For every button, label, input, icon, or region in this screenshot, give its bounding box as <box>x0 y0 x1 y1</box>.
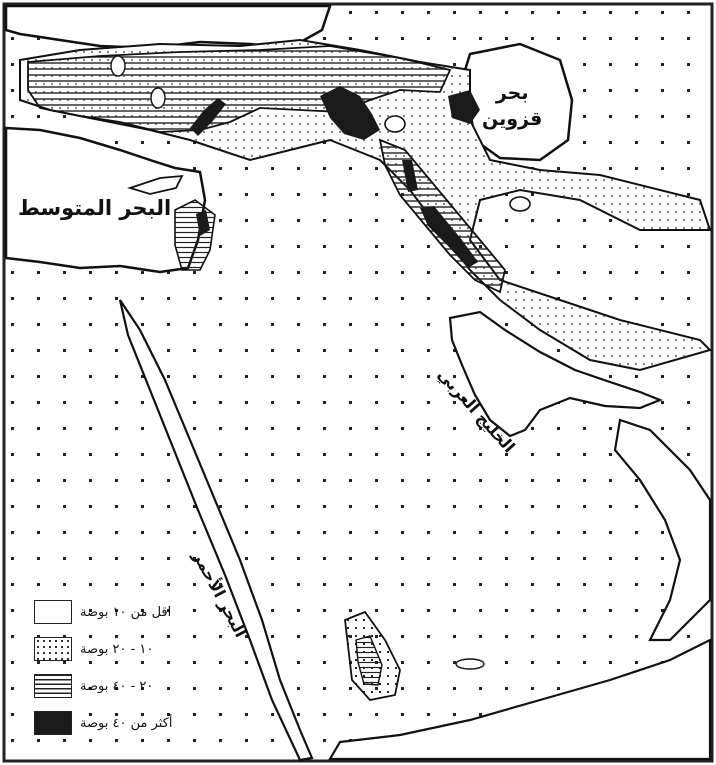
gulf-of-oman <box>613 418 712 642</box>
persian-gulf <box>448 310 663 438</box>
inland-area-south <box>455 658 485 670</box>
label-caspian: بحر قزوين <box>482 80 542 132</box>
arabian-sea <box>328 638 712 761</box>
label-caspian-line2: قزوين <box>482 108 543 130</box>
lake-urmia <box>509 196 531 212</box>
map-legend: اقل من ١٠ بوصة ١٠ - ٢٠ بوصة ٢٠ - ٤٠ بوصة… <box>34 597 204 745</box>
legend-swatch-dots <box>34 637 72 661</box>
zone-over-40-zagros-north <box>402 160 418 192</box>
label-caspian-line1: بحر <box>495 82 529 104</box>
zone-over-40-pontic <box>320 86 380 140</box>
legend-label: ١٠ - ٢٠ بوصة <box>80 641 154 657</box>
legend-label: أكثر من ٤٠ بوصة <box>80 715 173 731</box>
zone-over-40-levant <box>196 210 210 236</box>
lake-van <box>384 115 406 133</box>
inland-area-anatolia <box>110 55 126 77</box>
red-sea <box>118 299 314 762</box>
legend-item-over-40: أكثر من ٤٠ بوصة <box>34 708 204 738</box>
cyprus-island <box>127 174 184 195</box>
lake-tuz <box>150 87 166 109</box>
legend-swatch-blank <box>34 600 72 624</box>
legend-swatch-solid <box>34 711 72 735</box>
zone-over-40-zagros <box>420 206 478 268</box>
legend-item-20-40: ٢٠ - ٤٠ بوصة <box>34 671 204 701</box>
legend-item-under-10: اقل من ١٠ بوصة <box>34 597 204 627</box>
legend-item-10-20: ١٠ - ٢٠ بوصة <box>34 634 204 664</box>
legend-label: اقل من ١٠ بوصة <box>80 604 172 620</box>
zone-over-40-caspian-shore <box>448 90 480 124</box>
zone-20-40-yemen-core <box>355 635 383 686</box>
legend-swatch-lines <box>34 674 72 698</box>
legend-label: ٢٠ - ٤٠ بوصة <box>80 678 154 694</box>
zone-over-40-taurus <box>190 98 226 136</box>
label-mediterranean: البحر المتوسط <box>18 196 172 220</box>
